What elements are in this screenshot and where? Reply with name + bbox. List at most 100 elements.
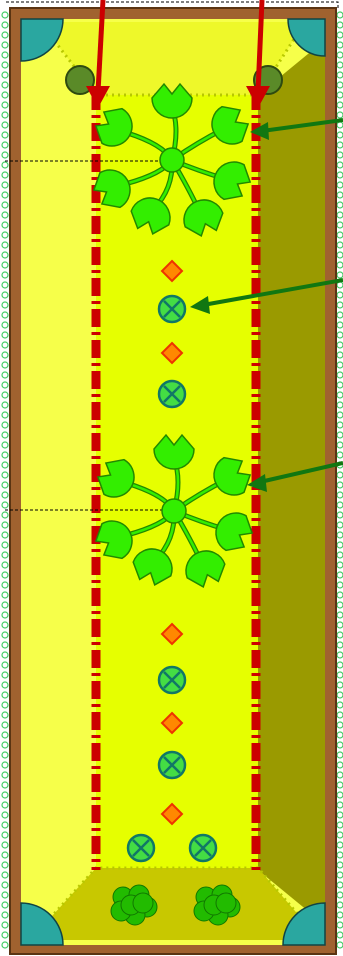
spiral-icon <box>2 332 8 338</box>
spiral-icon <box>2 152 8 158</box>
spiral-icon <box>2 402 8 408</box>
spiral-icon <box>2 42 8 48</box>
spiral-icon <box>337 672 343 678</box>
spiral-icon <box>2 262 8 268</box>
spiral-icon <box>337 52 343 58</box>
cross-marker-icon <box>159 667 185 693</box>
right-wall <box>258 40 325 925</box>
spiral-icon <box>337 482 343 488</box>
spiral-icon <box>337 272 343 278</box>
right-border-spirals <box>337 12 343 948</box>
spiral-icon <box>337 762 343 768</box>
spiral-icon <box>2 722 8 728</box>
cross-marker-icon <box>159 752 185 778</box>
spiral-icon <box>2 562 8 568</box>
spiral-icon <box>2 542 8 548</box>
spiral-icon <box>337 792 343 798</box>
spiral-icon <box>337 692 343 698</box>
spiral-icon <box>337 92 343 98</box>
spiral-icon <box>337 452 343 458</box>
spiral-icon <box>337 572 343 578</box>
spiral-icon <box>2 512 8 518</box>
spiral-icon <box>337 812 343 818</box>
spiral-icon <box>337 852 343 858</box>
spiral-icon <box>337 892 343 898</box>
spiral-icon <box>337 262 343 268</box>
spiral-icon <box>337 712 343 718</box>
spiral-icon <box>2 202 8 208</box>
spiral-icon <box>2 62 8 68</box>
spiral-icon <box>337 802 343 808</box>
spiral-icon <box>337 252 343 258</box>
spiral-icon <box>337 222 343 228</box>
spiral-icon <box>2 662 8 668</box>
spiral-icon <box>2 632 8 638</box>
spiral-icon <box>2 742 8 748</box>
spiral-icon <box>337 772 343 778</box>
spiral-icon <box>2 592 8 598</box>
spiral-icon <box>2 782 8 788</box>
spiral-icon <box>2 382 8 388</box>
spiral-icon <box>337 492 343 498</box>
spiral-icon <box>2 862 8 868</box>
spiral-icon <box>2 842 8 848</box>
spiral-icon <box>2 772 8 778</box>
spiral-icon <box>2 292 8 298</box>
spiral-icon <box>2 682 8 688</box>
spiral-icon <box>337 702 343 708</box>
spiral-icon <box>337 622 343 628</box>
spiral-icon <box>2 182 8 188</box>
spiral-icon <box>337 842 343 848</box>
spiral-icon <box>337 162 343 168</box>
spiral-icon <box>2 322 8 328</box>
spiral-icon <box>2 602 8 608</box>
spiral-icon <box>337 32 343 38</box>
spiral-icon <box>337 942 343 948</box>
spiral-icon <box>337 242 343 248</box>
spiral-icon <box>2 352 8 358</box>
spiral-icon <box>2 452 8 458</box>
spiral-icon <box>2 832 8 838</box>
spiral-icon <box>337 582 343 588</box>
spiral-icon <box>2 752 8 758</box>
spiral-icon <box>337 782 343 788</box>
spiral-icon <box>2 522 8 528</box>
spiral-icon <box>2 342 8 348</box>
spiral-icon <box>337 152 343 158</box>
spiral-icon <box>337 312 343 318</box>
spiral-icon <box>2 622 8 628</box>
cross-marker-icon <box>159 381 185 407</box>
spiral-icon <box>2 892 8 898</box>
spiral-icon <box>337 82 343 88</box>
spiral-icon <box>2 822 8 828</box>
spiral-icon <box>2 902 8 908</box>
spiral-icon <box>2 502 8 508</box>
spiral-icon <box>337 522 343 528</box>
spiral-icon <box>2 572 8 578</box>
spiral-icon <box>2 32 8 38</box>
spiral-icon <box>337 642 343 648</box>
spiral-icon <box>2 302 8 308</box>
spiral-icon <box>2 872 8 878</box>
spiral-icon <box>337 142 343 148</box>
spiral-icon <box>337 752 343 758</box>
spiral-icon <box>2 652 8 658</box>
spiral-icon <box>2 392 8 398</box>
spiral-icon <box>337 872 343 878</box>
spiral-icon <box>337 72 343 78</box>
spiral-icon <box>2 792 8 798</box>
spiral-icon <box>2 932 8 938</box>
spiral-icon <box>2 922 8 928</box>
spiral-icon <box>2 692 8 698</box>
spiral-icon <box>2 242 8 248</box>
spiral-icon <box>337 912 343 918</box>
spiral-icon <box>337 342 343 348</box>
spiral-icon <box>337 62 343 68</box>
spiral-icon <box>2 912 8 918</box>
spiral-icon <box>2 72 8 78</box>
spiral-icon <box>2 372 8 378</box>
spiral-icon <box>337 922 343 928</box>
spiral-icon <box>2 442 8 448</box>
spiral-icon <box>2 762 8 768</box>
